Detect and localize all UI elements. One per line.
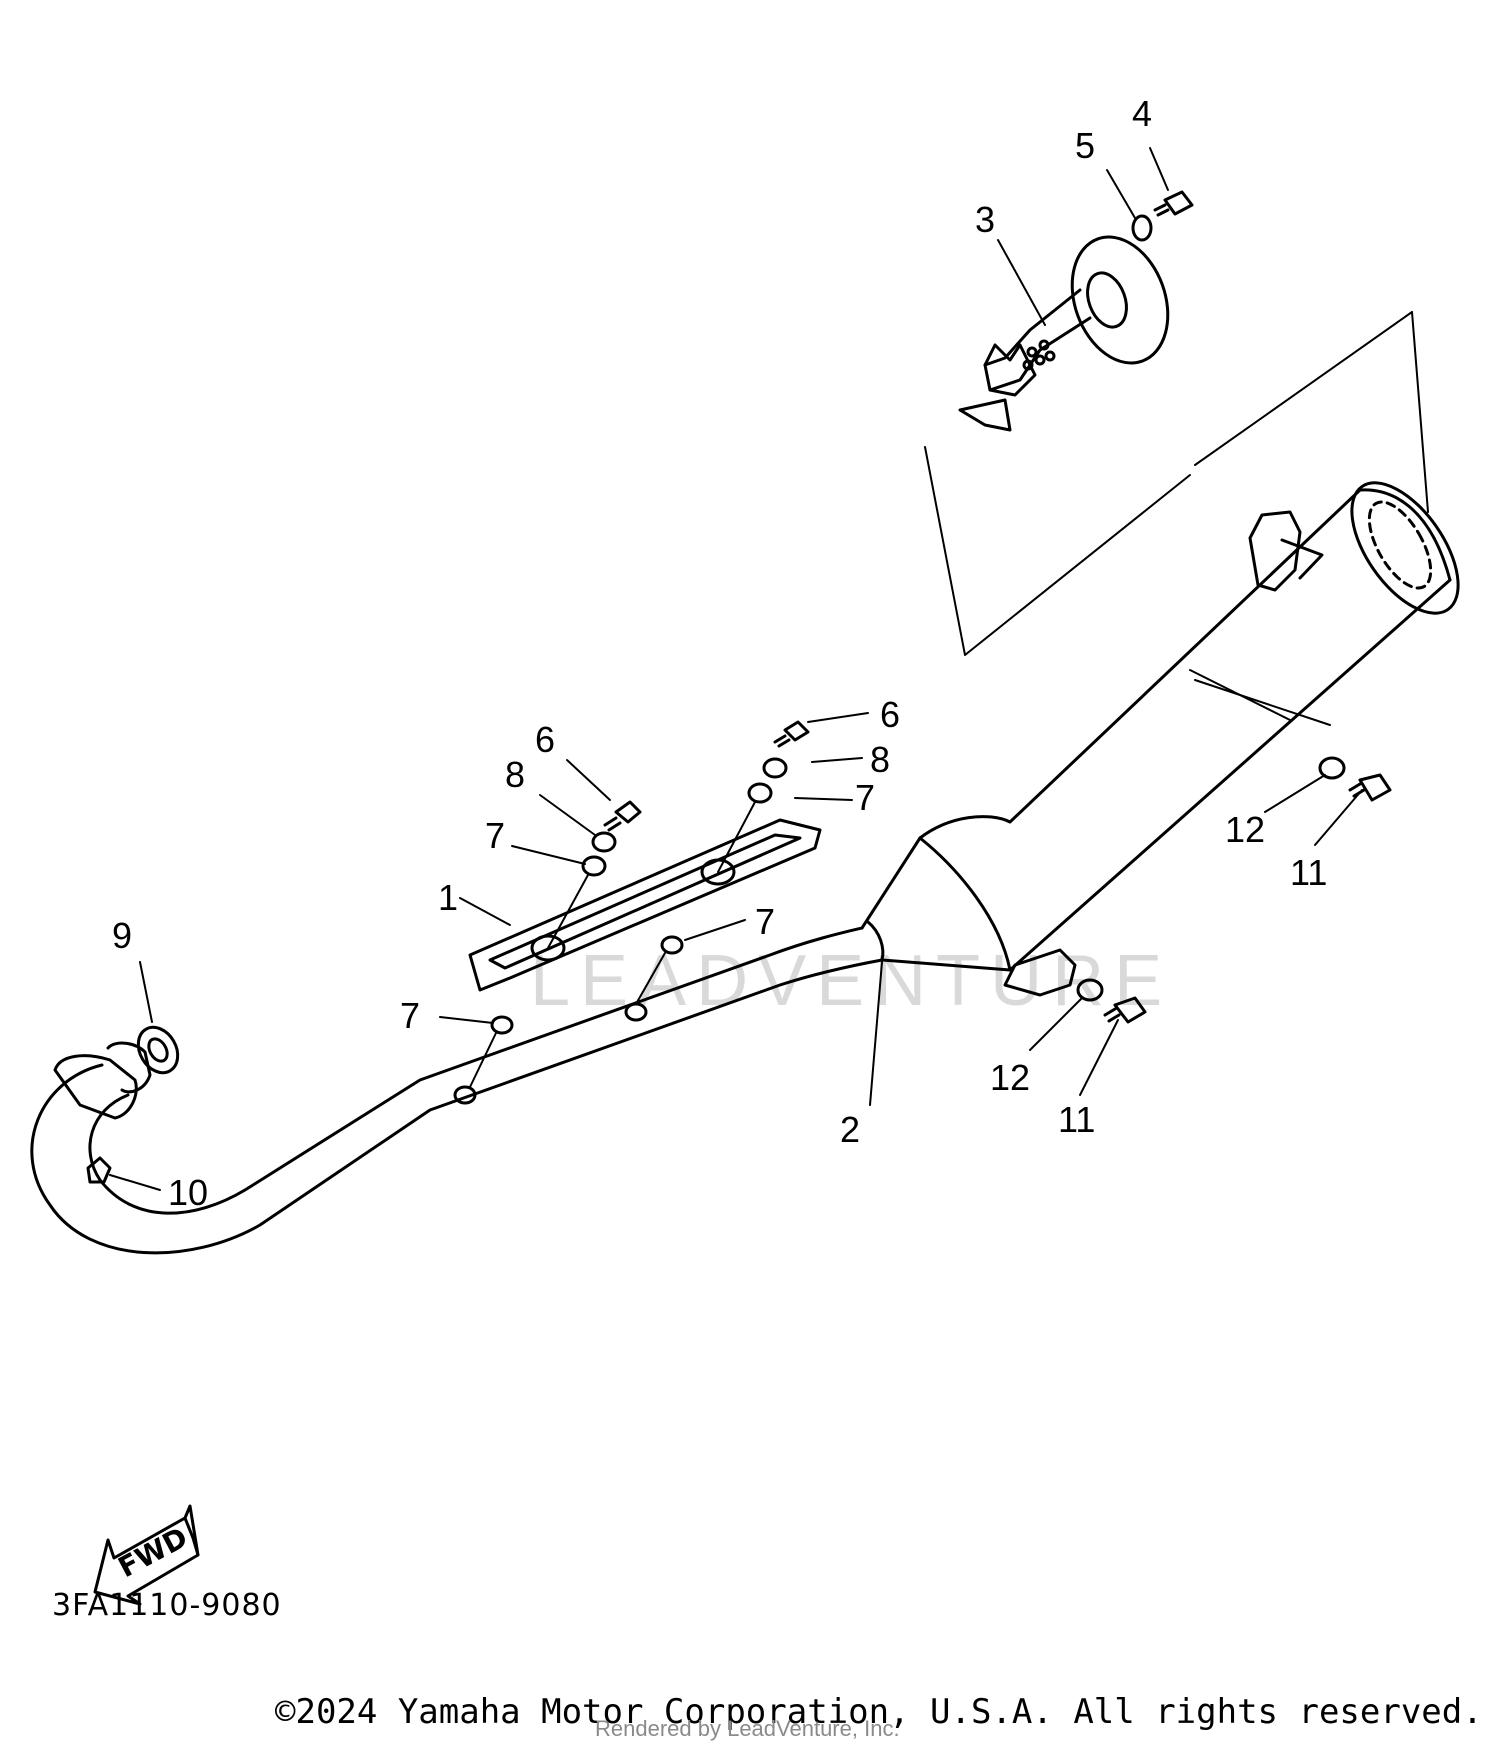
- callout-8-left: 8: [505, 754, 525, 795]
- callout-12-upper: 12: [1225, 809, 1265, 850]
- exhaust-pipe: [30, 926, 884, 1255]
- callout-8-right: 8: [870, 739, 890, 780]
- callout-11-upper: 11: [1290, 852, 1327, 893]
- assembly-lines: [924, 311, 1429, 726]
- callout-3: 3: [975, 199, 995, 240]
- callout-4: 4: [1132, 93, 1152, 134]
- part-code: 3FA1110-9080: [52, 1588, 282, 1623]
- hardware: [86, 190, 1392, 1184]
- callout-5: 5: [1075, 125, 1095, 166]
- callout-6-right: 6: [880, 694, 900, 735]
- render-note: Rendered by LeadVenture, Inc.: [595, 1716, 900, 1741]
- callout-1: 1: [438, 877, 458, 918]
- callout-7-mid: 7: [755, 901, 775, 942]
- fwd-arrow-icon: [93, 1504, 200, 1606]
- callout-9: 9: [112, 915, 132, 956]
- callout-2: 2: [840, 1109, 860, 1150]
- spark-arrester: [958, 235, 1170, 432]
- callout-10: 10: [168, 1172, 208, 1213]
- callout-12-lower: 12: [990, 1057, 1030, 1098]
- callout-11-lower: 11: [1058, 1099, 1095, 1140]
- copyright-notice: ©2024 Yamaha Motor Corporation, U.S.A. A…: [275, 1692, 1483, 1732]
- callout-7-upper-right: 7: [855, 777, 875, 818]
- callout-leaders: [109, 147, 1363, 1191]
- heat-protector: [468, 818, 822, 992]
- callout-6-left: 6: [535, 719, 555, 760]
- watermark: LEADVENTURE: [530, 941, 1172, 1021]
- callout-7-lower-left: 7: [400, 995, 420, 1036]
- muffler-body: [860, 481, 1460, 997]
- fwd-label: FWD: [113, 1521, 193, 1585]
- callout-7-upper-left: 7: [485, 815, 505, 856]
